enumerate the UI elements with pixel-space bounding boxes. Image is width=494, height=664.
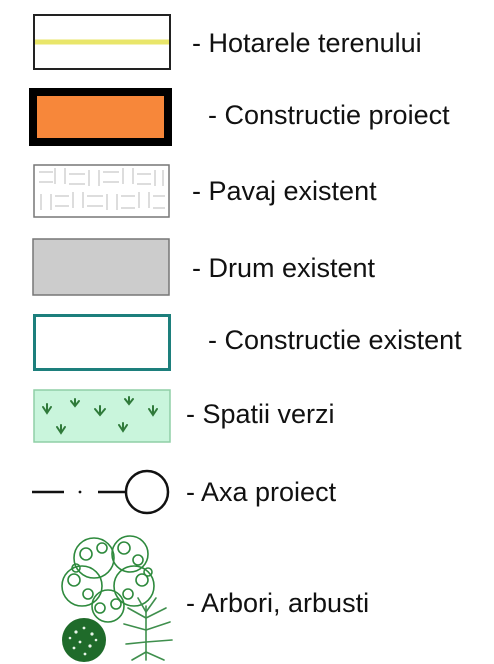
legend-item-project-axis: - Axa proiect: [0, 466, 494, 522]
legend-label-green-spaces: - Spatii verzi: [186, 399, 335, 429]
legend-label-project-axis: - Axa proiect: [186, 477, 337, 507]
legend-item-road: - Drum existent: [0, 236, 494, 298]
legend-item-boundary: - Hotarele terenului: [0, 12, 494, 74]
legend-item-project-construction: - Constructie proiect: [0, 86, 494, 148]
axis-line-circle-icon: [32, 469, 170, 515]
legend-label-road: - Drum existent: [192, 253, 376, 283]
legend-label-paving: - Pavaj existent: [192, 176, 377, 206]
tree-shrub-icon: [61, 535, 173, 662]
legend-item-paving: - Pavaj existent: [0, 160, 494, 222]
paving-pattern-icon: [33, 164, 170, 218]
road-swatch-icon: [32, 238, 170, 296]
boundary-line-icon: [33, 14, 171, 70]
legend-item-green-spaces: - Spatii verzi: [0, 386, 494, 446]
legend-item-trees-shrubs: - Arbori, arbusti: [0, 528, 494, 664]
green-space-swatch-icon: [33, 389, 171, 443]
project-construction-swatch-icon: [29, 88, 172, 146]
legend-item-existing-construction: - Constructie existent: [0, 312, 494, 374]
legend-label-existing-construction: - Constructie existent: [208, 325, 462, 355]
legend-label-project-construction: - Constructie proiect: [208, 100, 450, 130]
existing-construction-swatch-icon: [33, 314, 171, 371]
legend-label-boundary: - Hotarele terenului: [192, 28, 422, 58]
legend-label-trees-shrubs: - Arbori, arbusti: [186, 588, 370, 618]
